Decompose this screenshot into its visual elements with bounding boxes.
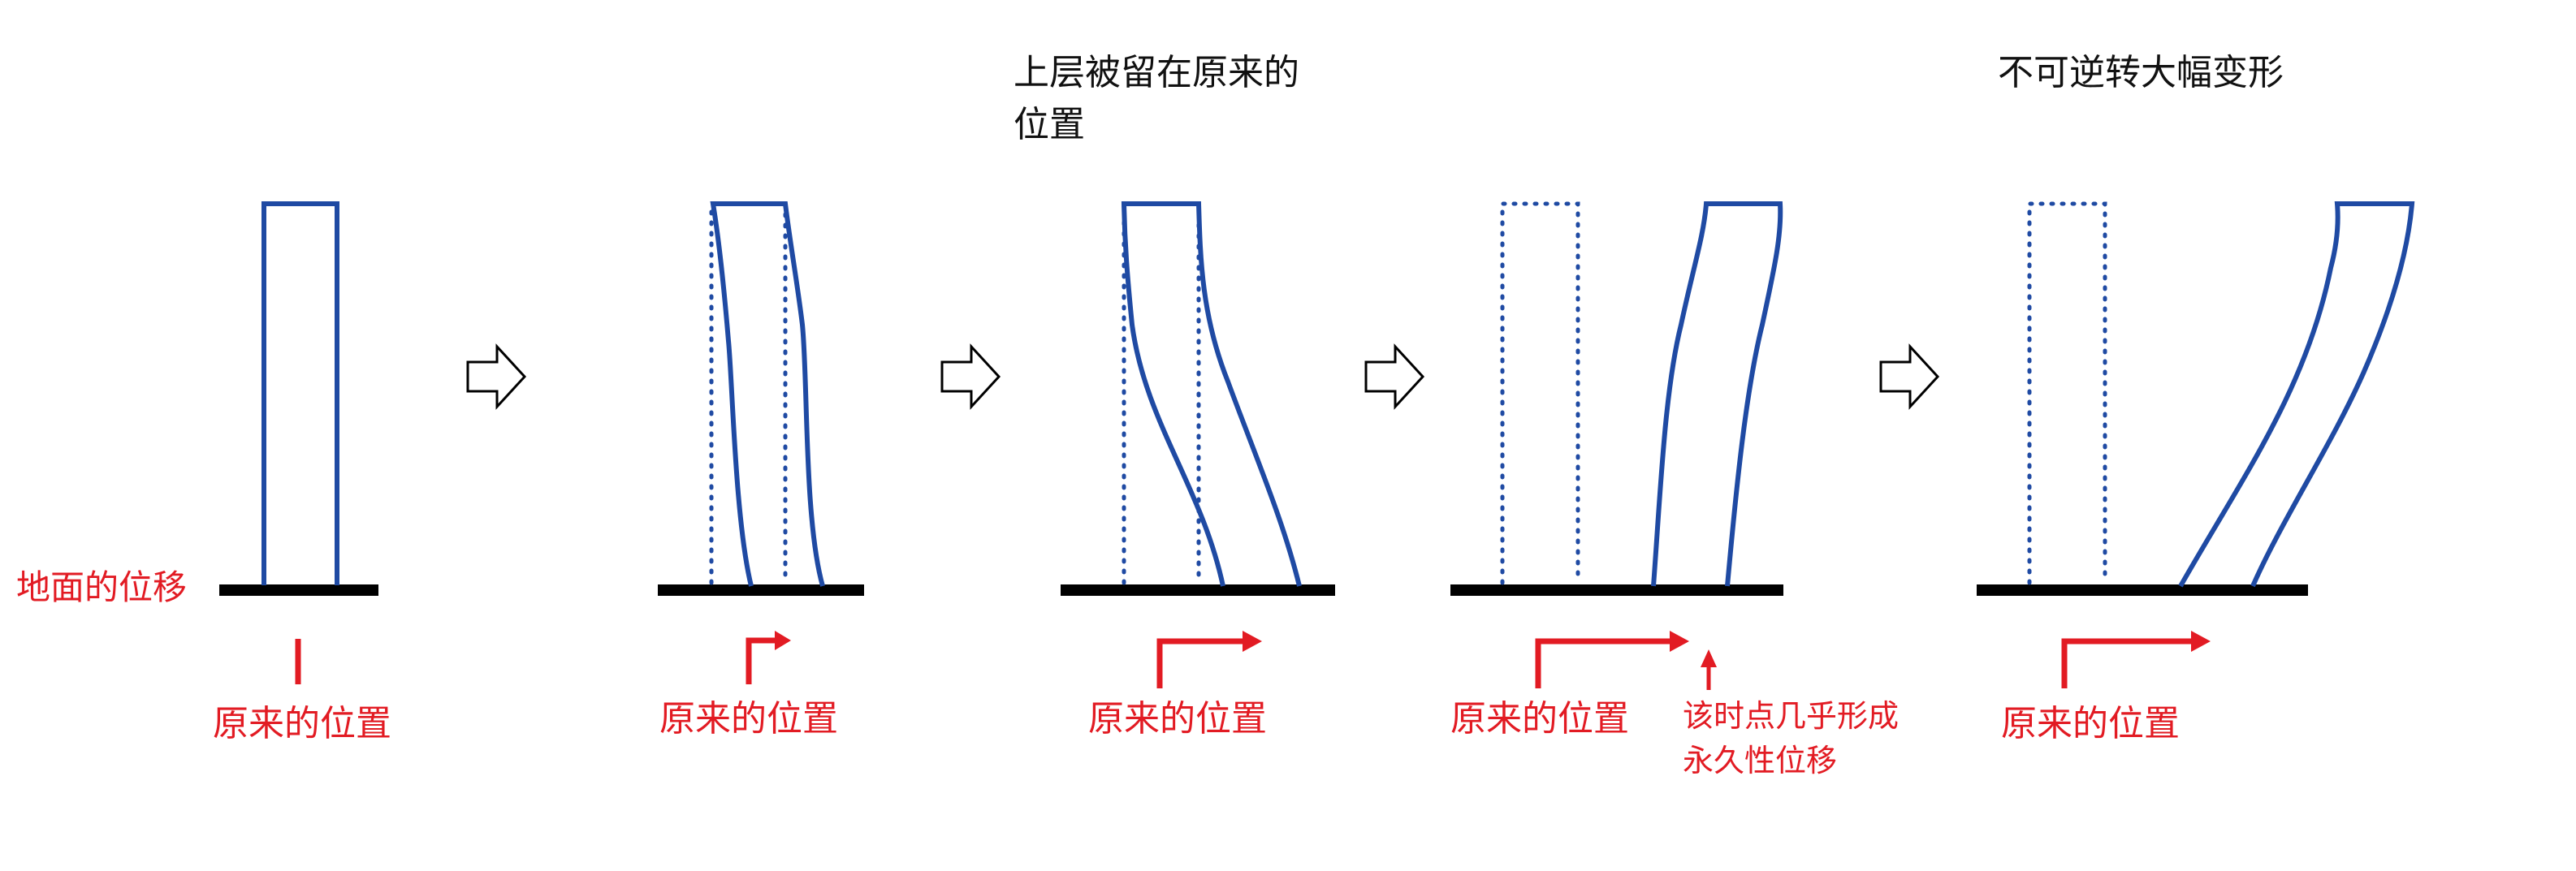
ground-bar bbox=[1977, 584, 2308, 596]
column-outline bbox=[710, 201, 825, 587]
original-position-label-1: 原来的位置 bbox=[213, 703, 391, 744]
displacement-arrow bbox=[1535, 638, 1673, 688]
original-column-dotted bbox=[1500, 201, 1580, 585]
permanent-displacement-note-line1: 该时点几乎形成 bbox=[1683, 698, 1899, 734]
ground-bar bbox=[1061, 584, 1335, 596]
displacement-arrow bbox=[1156, 638, 1246, 688]
displacement-arrow bbox=[2061, 638, 2194, 688]
original-column-dotted bbox=[709, 201, 788, 585]
displacement-arrowhead bbox=[2191, 631, 2211, 652]
upper-floor-note-line1: 上层被留在原来的 bbox=[1014, 52, 1299, 93]
process-arrow-icon bbox=[466, 343, 527, 410]
original-column-dotted bbox=[1122, 201, 1201, 585]
original-position-label-4: 原来的位置 bbox=[1450, 698, 1629, 739]
pointer-arrowhead bbox=[1701, 649, 1717, 667]
column-outline bbox=[1121, 201, 1302, 587]
stage-5 bbox=[1977, 201, 2415, 688]
displacement-arrowhead bbox=[1670, 631, 1689, 652]
displacement-arrow bbox=[746, 637, 778, 684]
column-outline bbox=[261, 201, 339, 585]
process-arrow-icon bbox=[940, 343, 1001, 410]
ground-bar bbox=[1450, 584, 1783, 596]
ground-bar bbox=[658, 584, 864, 596]
displacement-arrowhead bbox=[1243, 631, 1262, 652]
process-arrow-icon bbox=[1879, 343, 1940, 410]
permanent-displacement-note-line2: 永久性位移 bbox=[1683, 743, 1837, 778]
upper-floor-note-line2: 位置 bbox=[1014, 104, 1085, 145]
ground-displacement-label: 地面的位移 bbox=[16, 567, 187, 607]
column-outline bbox=[1651, 201, 1783, 587]
process-arrow-icon bbox=[1364, 343, 1425, 410]
original-position-label-2: 原来的位置 bbox=[659, 698, 838, 739]
stage-3 bbox=[1061, 201, 1335, 688]
original-position-label-5: 原来的位置 bbox=[2001, 703, 2180, 744]
stage-2 bbox=[658, 201, 864, 684]
irreversible-deformation-note: 不可逆转大幅变形 bbox=[1998, 52, 2284, 93]
original-position-label-3: 原来的位置 bbox=[1088, 698, 1267, 739]
stage-4 bbox=[1450, 201, 1783, 690]
column-outline bbox=[2178, 201, 2415, 588]
original-column-dotted bbox=[2027, 201, 2107, 585]
ground-bar bbox=[219, 584, 378, 596]
stage-1 bbox=[219, 201, 378, 684]
displacement-arrowhead bbox=[775, 631, 791, 650]
